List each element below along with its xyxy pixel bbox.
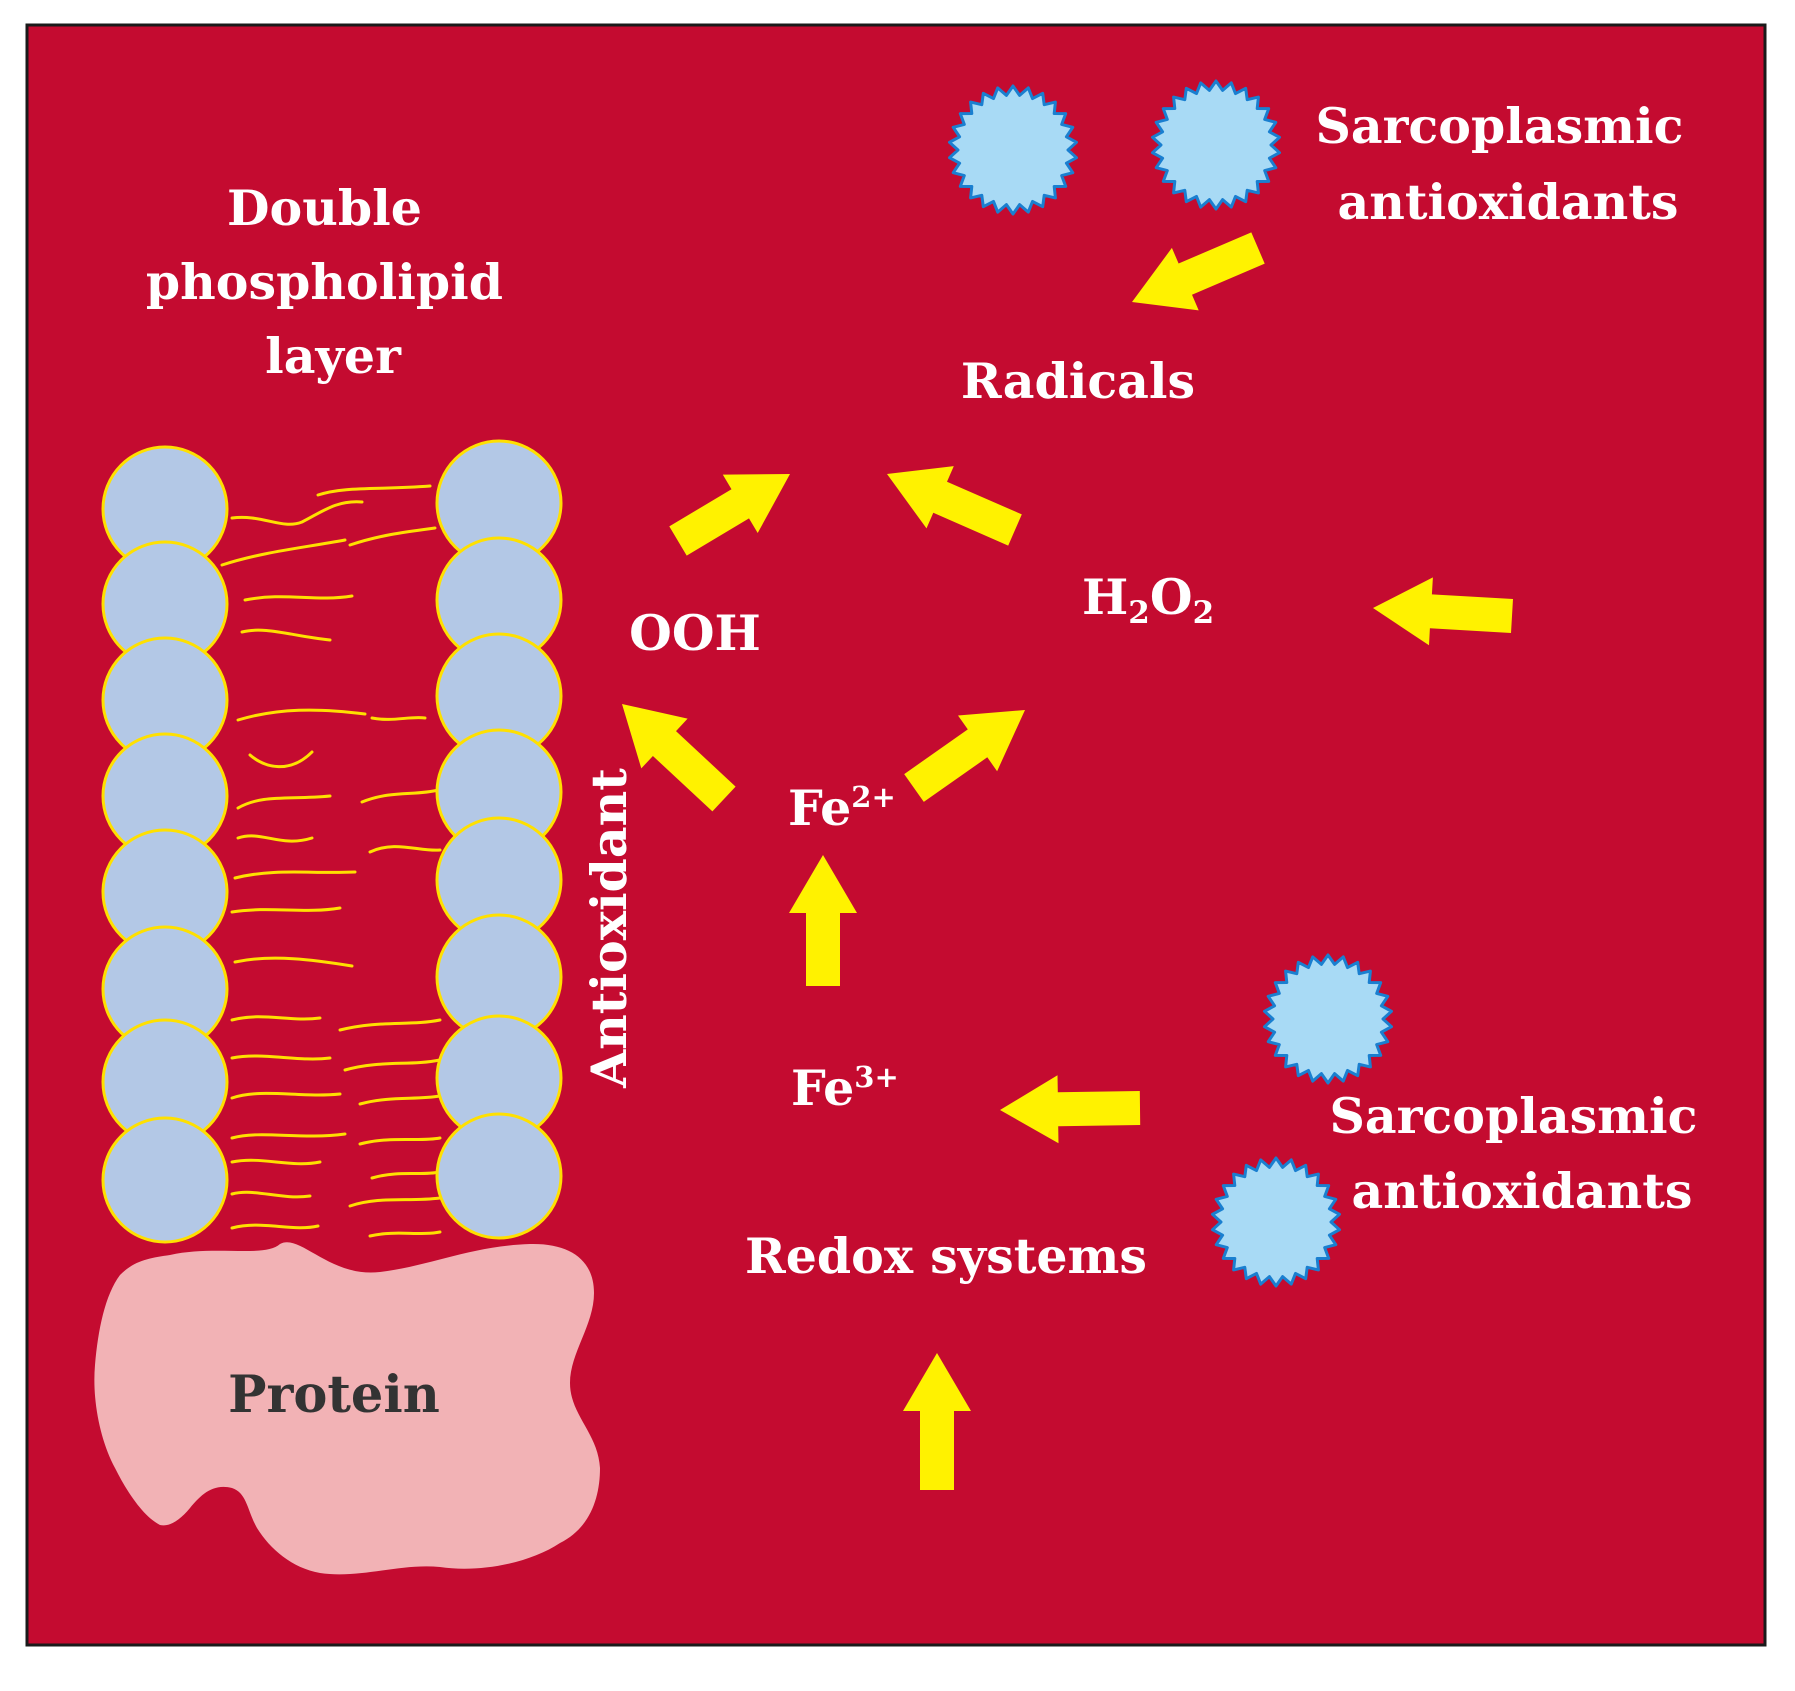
lipid-tail-icon — [230, 1015, 322, 1022]
protein-label: Protein — [228, 1365, 440, 1425]
lipid-tail-icon — [316, 484, 432, 497]
membrane-label-line2: phospholipid — [146, 253, 503, 311]
lipid-tail-icon — [230, 1054, 332, 1061]
lipid-tail-icon — [243, 594, 354, 602]
yellow-arrow-icon — [904, 710, 1025, 802]
lipid-tail-icon — [233, 956, 354, 968]
sarco-top-line2: antioxidants — [1338, 173, 1679, 231]
h2o2-sub2: 2 — [1193, 595, 1215, 631]
lipid-tail-icon — [368, 1230, 442, 1238]
lipid-tail-icon — [220, 538, 347, 567]
h2o2-sub1: 2 — [1128, 595, 1150, 631]
sarcoplasmic-antioxidants-bottom-label: Sarcoplasmic antioxidants — [1329, 1087, 1714, 1220]
lipid-tail-icon — [230, 1158, 322, 1166]
h2o2-o: O — [1150, 568, 1193, 626]
lipid-tails — [220, 484, 442, 1238]
phospholipid-head-icon — [435, 1112, 563, 1240]
lipid-tail-icon — [230, 906, 342, 914]
yellow-arrow-icon — [903, 1353, 971, 1490]
yellow-arrow-icon — [622, 704, 736, 812]
yellow-arrow-icon — [887, 466, 1022, 546]
h2o2-h: H — [1082, 568, 1128, 626]
fe3-base: Fe — [791, 1059, 854, 1117]
lipid-tail-icon — [248, 750, 314, 769]
membrane-label-line3: layer — [265, 327, 402, 385]
yellow-arrow-icon — [1000, 1075, 1141, 1144]
sarco-bottom-line2: antioxidants — [1352, 1162, 1693, 1220]
lipid-tail-icon — [230, 1190, 312, 1199]
lipid-tail-icon — [370, 716, 427, 721]
lipid-tail-icon — [233, 870, 357, 880]
lipid-tail-icon — [240, 628, 332, 642]
lipid-tail-icon — [348, 1196, 442, 1208]
lipid-tail-icon — [236, 794, 332, 810]
yellow-arrow-icon — [789, 855, 857, 986]
antioxidant-starburst-icon — [1263, 953, 1393, 1085]
lipid-tail-icon — [230, 1091, 342, 1100]
fe2-label: Fe2+ — [788, 779, 896, 837]
lipid-tail-icon — [360, 788, 440, 804]
membrane-label-line1: Double — [227, 179, 422, 237]
h2o2-label: H2O2 — [1082, 568, 1214, 631]
reaction-arrows — [622, 232, 1513, 1490]
yellow-arrow-icon — [1132, 232, 1265, 311]
lipid-tail-icon — [343, 1058, 442, 1072]
radicals-label: Radicals — [961, 352, 1195, 410]
phospholipid-head-icon — [101, 1116, 229, 1244]
yellow-arrow-icon — [669, 474, 790, 556]
lipid-tail-icon — [236, 708, 367, 722]
sarcoplasmic-antioxidant-particles — [948, 79, 1393, 1288]
sarco-bottom-line1: Sarcoplasmic — [1329, 1087, 1697, 1145]
fe2-charge: 2+ — [851, 780, 895, 814]
fe2-base: Fe — [788, 779, 851, 837]
antioxidant-starburst-icon — [1211, 1156, 1341, 1288]
antioxidant-label: Antioxidant — [580, 768, 638, 1089]
lipid-tail-icon — [338, 1018, 442, 1032]
protein-blob-icon — [94, 1242, 600, 1575]
fe3-label: Fe3+ — [791, 1059, 899, 1117]
lipid-tail-icon — [370, 1170, 442, 1180]
sarco-top-line1: Sarcoplasmic — [1315, 97, 1683, 155]
phospholipid-heads — [101, 439, 563, 1244]
lipid-tail-icon — [236, 834, 314, 843]
membrane-label: Double phospholipid layer — [146, 179, 520, 385]
yellow-arrow-icon — [1373, 577, 1513, 646]
lipid-tail-icon — [348, 526, 437, 547]
redox-systems-label: Redox systems — [745, 1227, 1147, 1285]
fe3-charge: 3+ — [854, 1060, 898, 1094]
lipid-tail-icon — [230, 1223, 320, 1230]
antioxidant-starburst-icon — [1151, 79, 1281, 211]
lipid-tail-icon — [358, 1136, 442, 1146]
lipid-tail-icon — [368, 845, 442, 854]
lipid-tail-icon — [358, 1094, 442, 1106]
lipid-tail-icon — [230, 1132, 347, 1140]
antioxidant-starburst-icon — [948, 84, 1078, 216]
lipid-tail-icon — [230, 500, 364, 526]
ooh-label: OOH — [629, 604, 761, 662]
sarcoplasmic-antioxidants-top-label: Sarcoplasmic antioxidants — [1315, 97, 1700, 231]
